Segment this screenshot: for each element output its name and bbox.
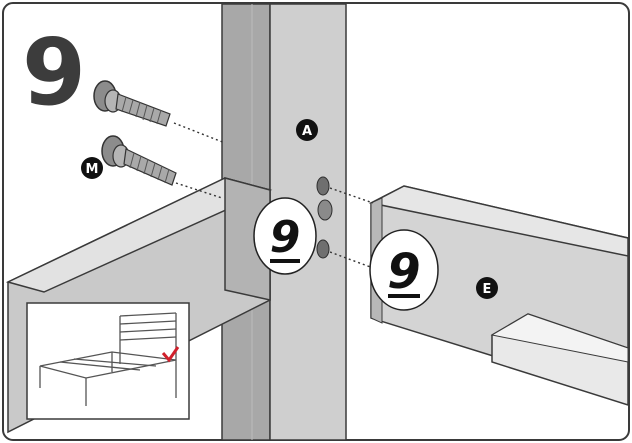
bed-inset xyxy=(26,302,190,420)
rail-decal-number: 9 xyxy=(387,244,420,300)
rail-e xyxy=(368,185,629,407)
rail-decal: 9 xyxy=(369,229,439,311)
label-a: A xyxy=(302,124,312,139)
label-m: M xyxy=(86,162,99,177)
post-decal: 9 xyxy=(253,197,317,275)
post-holes xyxy=(316,176,333,259)
guide-lines xyxy=(173,122,374,269)
bolt-icon xyxy=(93,80,171,127)
label-m-badge: M xyxy=(81,157,103,179)
label-a-badge: A xyxy=(296,119,318,141)
step-number: 9 xyxy=(22,19,86,126)
check-icon xyxy=(161,346,180,363)
post-decal-number: 9 xyxy=(270,212,301,263)
label-e-badge: E xyxy=(476,277,498,299)
bolt-icon xyxy=(101,135,177,186)
label-e: E xyxy=(483,282,492,297)
